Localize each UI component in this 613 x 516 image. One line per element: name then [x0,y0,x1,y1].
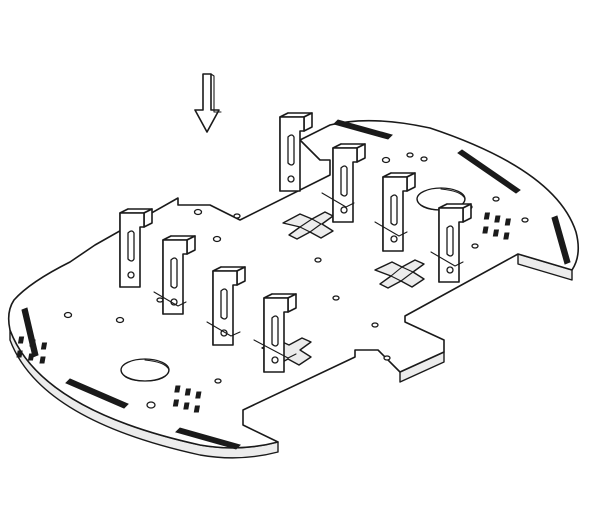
wheel-slot-left-2 [65,378,129,409]
slot-row-left [16,336,48,364]
wheel-slot-right-3 [551,215,571,265]
cross-slot-top [282,211,334,240]
slot-row-right [482,212,511,240]
wheel-slot-right-2 [457,149,521,194]
bracket-feet [153,192,464,359]
cross-slot-right [374,259,425,289]
slot-row-center [172,385,202,413]
wheel-slot-left-3 [175,427,241,450]
bracket-5 [279,112,313,192]
large-hole-left [120,358,170,382]
down-arrow-icon [194,73,222,133]
wheel-slot-right-1 [333,119,393,140]
